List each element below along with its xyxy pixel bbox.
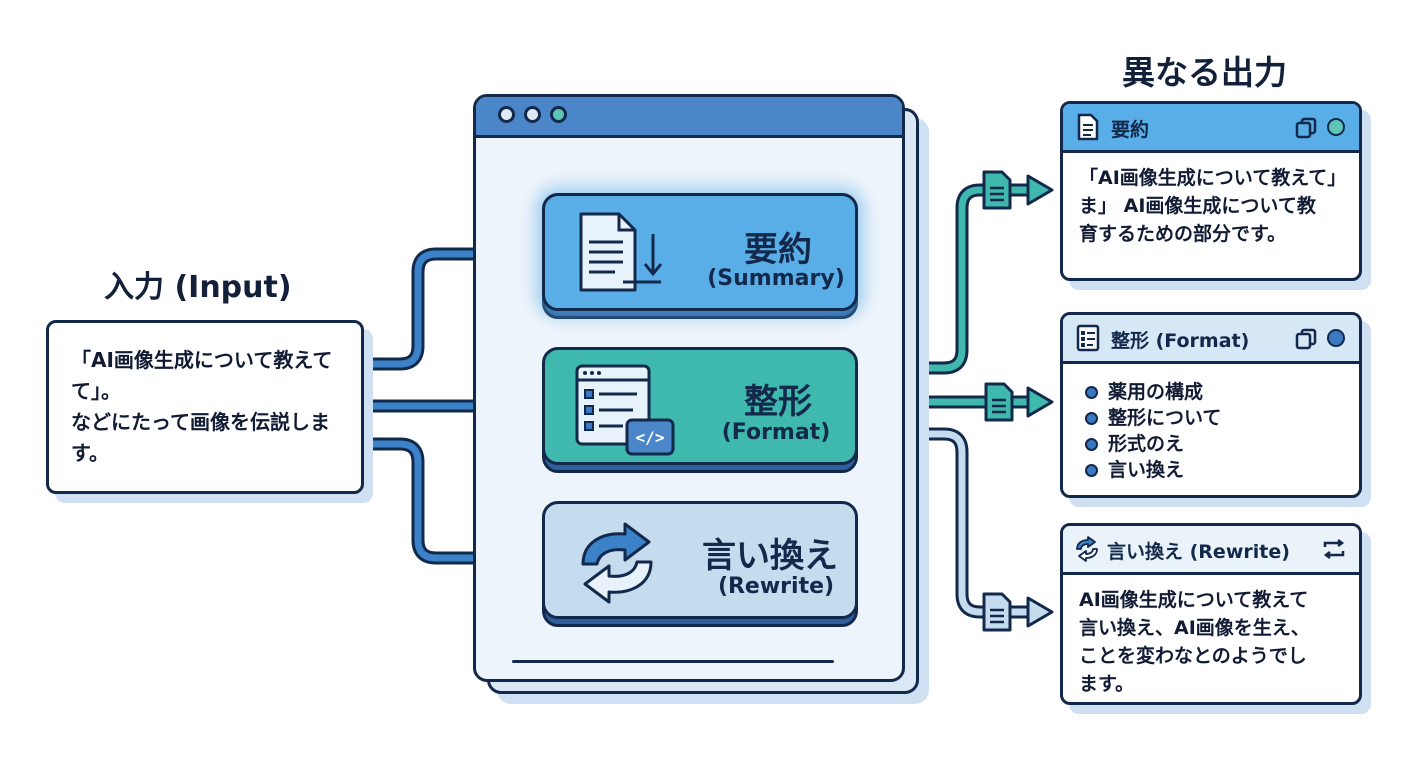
input-line: て」。 <box>71 379 121 403</box>
rewrite-button[interactable]: 言い換え (Rewrite) <box>542 501 858 619</box>
output-line: AI画像生成について教えて <box>1079 589 1309 611</box>
copy-icon[interactable] <box>1295 117 1317 139</box>
output-line: 育するための部分です。 <box>1079 223 1287 245</box>
format-button-title: 整形 <box>744 382 812 422</box>
rewrite-output-title: 言い換え (Rewrite) <box>1107 541 1290 563</box>
copy-icon[interactable] <box>1295 328 1317 350</box>
app-window: 要約 (Summary) </> 整形 (Format) 言い換え (Rewri… <box>473 94 905 682</box>
document-badge-icon <box>982 592 1012 632</box>
rewrite-button-title: 言い換え <box>702 536 838 576</box>
bullet-icon <box>1085 463 1098 477</box>
document-badge-icon <box>982 170 1012 210</box>
list-code-icon: </> <box>575 364 675 456</box>
list-item-label: 整形について <box>1108 407 1222 429</box>
format-button-subtitle: (Format) <box>721 420 831 445</box>
window-dot-icon[interactable] <box>498 106 515 123</box>
svg-text:</>: </> <box>636 428 665 447</box>
document-badge-icon <box>984 382 1014 422</box>
summary-button[interactable]: 要約 (Summary) <box>542 193 858 311</box>
bullet-icon <box>1085 411 1098 425</box>
summary-output-card: 要約 「AI画像生成について教えて」 ま」 AI画像生成について教 育するための… <box>1060 101 1362 281</box>
bullet-icon <box>1085 385 1098 399</box>
input-line: す。 <box>71 441 109 465</box>
input-line: 「AI画像生成について教えて <box>71 348 333 372</box>
summary-output-title: 要約 <box>1111 119 1150 141</box>
format-output-arrow <box>903 386 1054 418</box>
refresh-icon <box>1076 536 1098 562</box>
output-line: ます。 <box>1079 673 1135 695</box>
document-download-icon <box>579 212 663 292</box>
status-dot-icon <box>1327 118 1345 136</box>
format-output-list: 薬用の構成 整形について 形式のえ 言い換え <box>1085 379 1349 483</box>
input-line: などにたって画像を伝説しま <box>71 410 330 434</box>
list-item: 整形について <box>1085 405 1349 431</box>
list-item: 薬用の構成 <box>1085 379 1349 405</box>
list-item-label: 言い換え <box>1108 459 1185 481</box>
output-line: 言い換え、AI画像を生え、 <box>1079 617 1310 639</box>
summary-output-text: 「AI画像生成について教えて」 ま」 AI画像生成について教 育するための部分で… <box>1079 164 1349 248</box>
window-dot-icon[interactable] <box>524 106 541 123</box>
format-output-card: 整形 (Format) 薬用の構成 整形について 形式のえ 言い換え <box>1060 312 1362 498</box>
input-card: 「AI画像生成について教えて て」。 などにたって画像を伝説しま す。 <box>46 320 364 494</box>
input-heading: 入力 (Input) <box>104 270 292 305</box>
list-item: 形式のえ <box>1085 431 1349 457</box>
document-icon <box>1077 113 1099 141</box>
summary-output-arrow <box>903 174 1054 375</box>
rewrite-output-text: AI画像生成について教えて 言い換え、AI画像を生え、 ことを変わなとのようでし… <box>1079 586 1349 698</box>
summary-button-subtitle: (Summary) <box>707 266 845 291</box>
format-output-header: 整形 (Format) <box>1063 315 1359 364</box>
window-footer-line <box>512 660 834 663</box>
rewrite-output-card: 言い換え (Rewrite) AI画像生成について教えて 言い換え、AI画像を生… <box>1060 523 1362 705</box>
window-dot-icon[interactable] <box>550 106 567 123</box>
list-item-label: 薬用の構成 <box>1108 381 1204 403</box>
output-line: 「AI画像生成について教えて」 <box>1079 167 1347 189</box>
bullet-icon <box>1085 437 1098 451</box>
output-line: ま」 AI画像生成について教 <box>1079 195 1316 217</box>
swap-icon[interactable] <box>1321 538 1347 560</box>
list-item-label: 形式のえ <box>1108 433 1185 455</box>
format-output-title: 整形 (Format) <box>1111 330 1250 352</box>
output-heading: 異なる出力 <box>1122 53 1287 92</box>
rewrite-output-arrow <box>903 427 1054 628</box>
status-dot-icon <box>1327 329 1345 347</box>
summary-button-title: 要約 <box>744 230 812 270</box>
input-text: 「AI画像生成について教えて て」。 などにたって画像を伝説しま す。 <box>71 345 347 469</box>
format-button[interactable]: </> 整形 (Format) <box>542 347 858 465</box>
rewrite-output-header: 言い換え (Rewrite) <box>1063 526 1359 575</box>
refresh-arrows-icon <box>581 522 653 604</box>
window-title-bar <box>476 97 902 138</box>
summary-output-header: 要約 <box>1063 104 1359 153</box>
list-document-icon <box>1076 324 1100 352</box>
list-item: 言い換え <box>1085 457 1349 483</box>
rewrite-button-subtitle: (Rewrite) <box>717 574 835 599</box>
output-line: ことを変わなとのようでし <box>1079 645 1307 667</box>
